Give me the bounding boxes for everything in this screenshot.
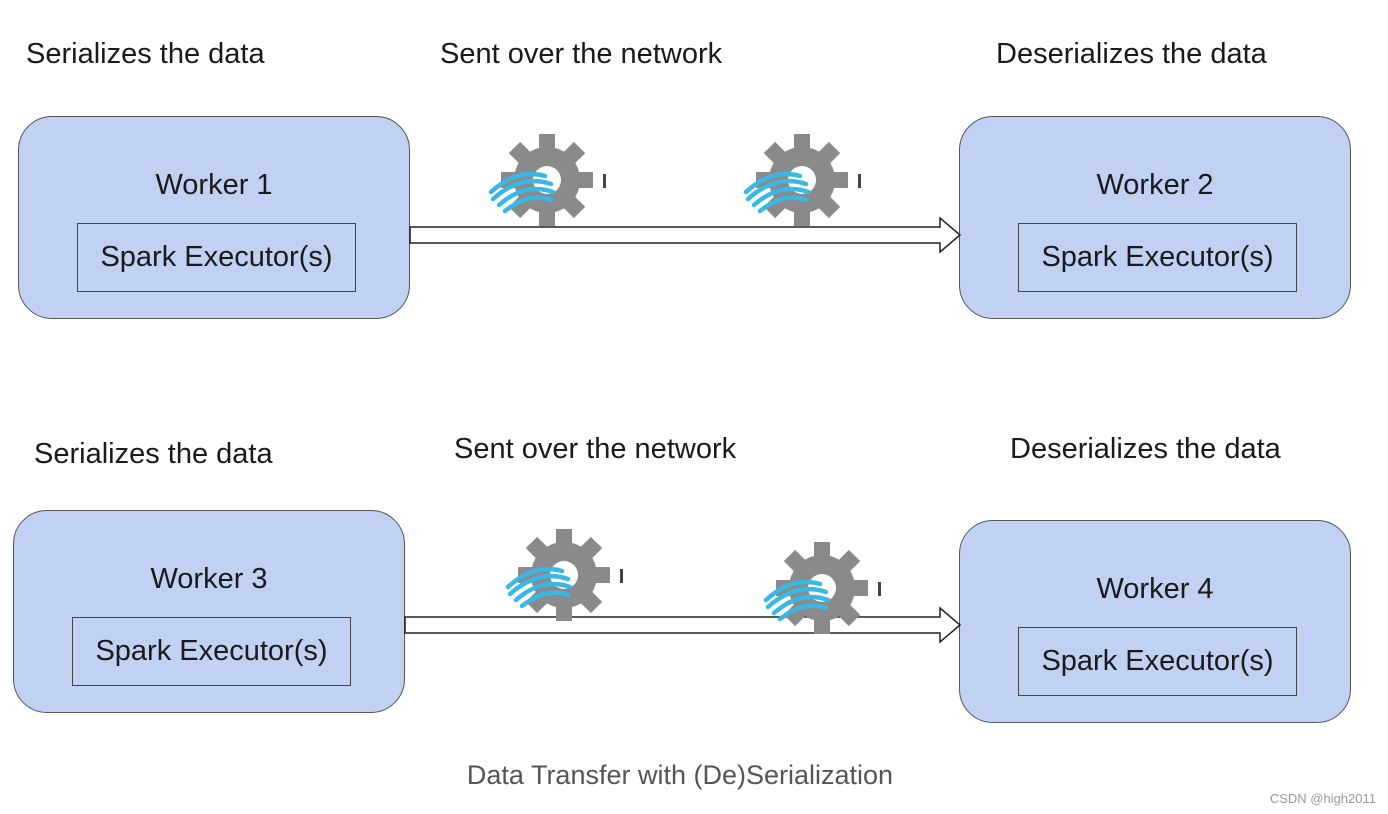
executor-box: Spark Executor(s) [1018, 223, 1297, 292]
network-label: Sent over the network [440, 38, 723, 70]
worker-title: Worker 1 [155, 169, 273, 201]
gear-icon [488, 134, 606, 226]
gear-icon [743, 134, 861, 226]
figure-caption: Data Transfer with (De)Serialization [466, 760, 894, 790]
gear-icon [763, 542, 881, 634]
executor-box: Spark Executor(s) [77, 223, 356, 292]
worker-node: Worker 2 Spark Executor(s) [959, 116, 1351, 319]
wave-icon [763, 579, 831, 622]
network-arrow [404, 606, 962, 644]
network-label: Sent over the network [454, 433, 737, 465]
worker-node: Worker 4 Spark Executor(s) [959, 520, 1351, 723]
worker-title: Worker 4 [1096, 573, 1214, 605]
worker-node: Worker 3 Spark Executor(s) [13, 510, 405, 713]
watermark: CSDN @high2011 [1269, 791, 1376, 806]
deserialize-label: Deserializes the data [996, 38, 1267, 70]
wave-icon [505, 566, 573, 609]
worker-title: Worker 3 [150, 563, 268, 595]
deserialize-label: Deserializes the data [1010, 433, 1281, 465]
worker-node: Worker 1 Spark Executor(s) [18, 116, 410, 319]
gear-icon [505, 529, 623, 621]
wave-icon [488, 171, 556, 214]
serialize-label: Serializes the data [34, 438, 273, 470]
serialize-label: Serializes the data [26, 38, 265, 70]
network-arrow [409, 216, 962, 254]
executor-box: Spark Executor(s) [1018, 627, 1297, 696]
worker-title: Worker 2 [1096, 169, 1214, 201]
wave-icon [743, 171, 811, 214]
executor-box: Spark Executor(s) [72, 617, 351, 686]
